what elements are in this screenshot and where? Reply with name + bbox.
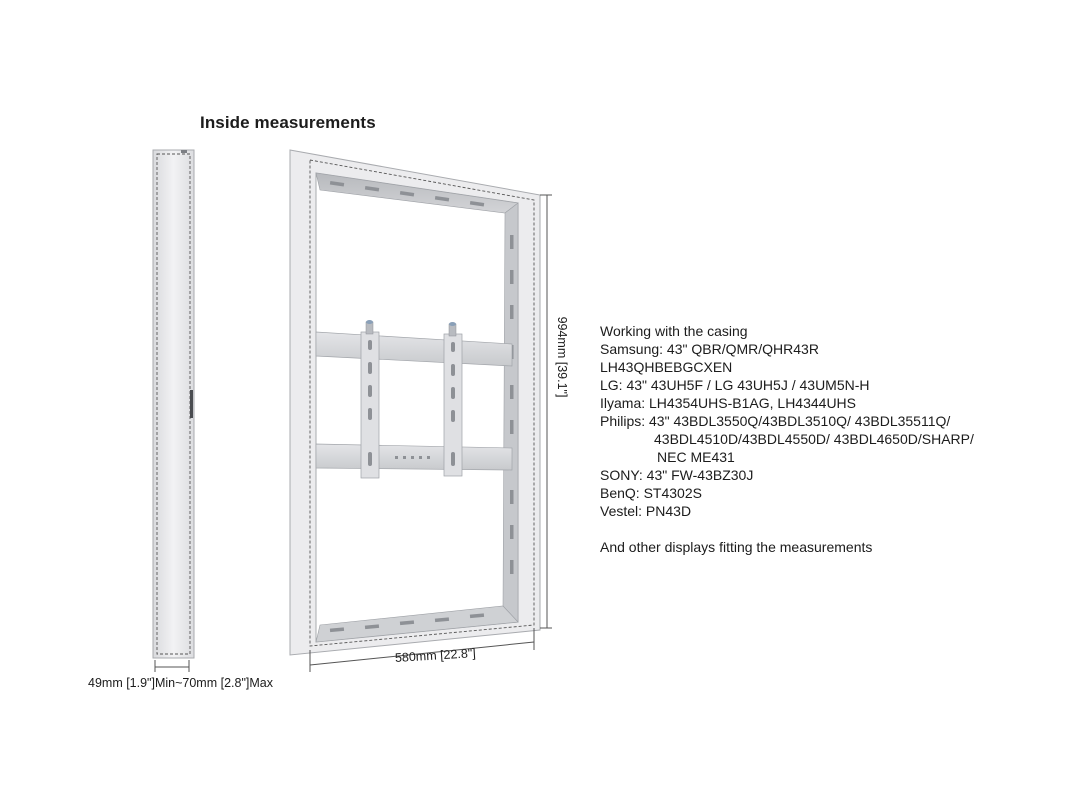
compat-footer: And other displays fitting the measureme… xyxy=(600,539,873,555)
compat-heading: Working with the casing xyxy=(600,323,748,339)
title: Inside measurements xyxy=(200,113,376,132)
compat-iiyama: Ilyama: LH4354UHS-B1AG, LH4344UHS xyxy=(600,395,857,411)
compat-philips-models: 43BDL4510D/43BDL4550D/ 43BDL4650D/SHARP/ xyxy=(654,431,974,447)
spacer xyxy=(600,520,974,538)
depth-label: 49mm [1.9"]Min~70mm [2.8"]Max xyxy=(88,676,273,690)
side-view-casing xyxy=(152,149,195,659)
width-dimension-line xyxy=(309,628,535,672)
compat-sony: SONY: 43" FW-43BZ30J xyxy=(600,467,754,483)
depth-dimension-line xyxy=(154,660,190,672)
compatibility-list: Working with the casing Samsung: 43" QBR… xyxy=(600,322,974,556)
compat-samsung: Samsung: 43" QBR/QMR/QHR43R xyxy=(600,341,819,357)
compat-benq: BenQ: ST4302S xyxy=(600,485,702,501)
height-dimension-line xyxy=(540,194,552,629)
mounting-bracket xyxy=(315,320,513,479)
front-casing-frame xyxy=(289,149,541,656)
compat-nec: NEC ME431 xyxy=(657,449,735,465)
compat-vestel: Vestel: PN43D xyxy=(600,503,692,519)
compat-samsung-model: LH43QHBEBGCXEN xyxy=(600,359,733,375)
compat-lg: LG: 43" 43UH5F / LG 43UH5J / 43UM5N-H xyxy=(600,377,870,393)
compat-philips: Philips: 43" 43BDL3550Q/43BDL3510Q/ 43BD… xyxy=(600,413,951,429)
height-label: 994mm [39.1"] xyxy=(555,316,569,398)
